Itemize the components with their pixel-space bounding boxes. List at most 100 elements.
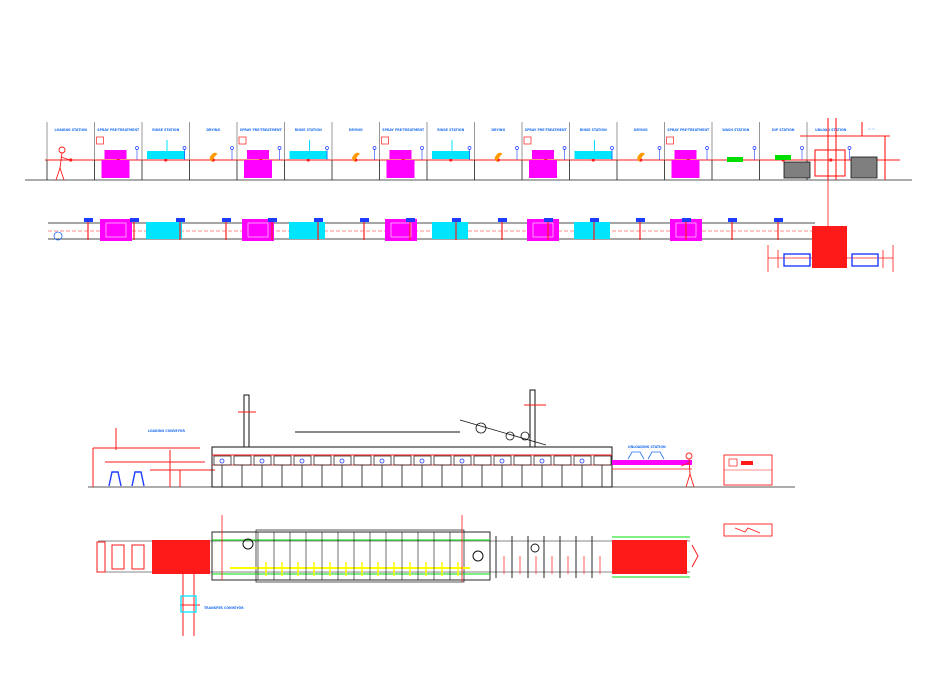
plan-rinse-tank — [432, 222, 468, 239]
oven-module — [273, 455, 292, 466]
oven-module — [313, 455, 332, 466]
spray-panel — [96, 136, 104, 145]
oven-burner — [419, 458, 425, 464]
oven-body — [211, 446, 613, 488]
station-label: SPRAY PRE-TREATMENT — [667, 128, 710, 132]
oven-burner — [259, 458, 265, 464]
spray-unit-head — [247, 150, 269, 159]
fan-units — [459, 419, 547, 446]
station-label: SPRAY PRE-TREATMENT — [525, 128, 568, 132]
oven-module — [433, 455, 452, 466]
bp-fan-left — [242, 538, 254, 550]
bay-rail-node — [591, 158, 595, 162]
exit-parts — [627, 451, 665, 460]
oven-module — [233, 455, 252, 466]
loading-carriers — [108, 471, 145, 487]
bay-rail-node — [306, 158, 310, 162]
plan-drive — [406, 218, 415, 222]
spray-panel — [523, 136, 532, 145]
oven-burner — [339, 458, 345, 464]
end-bin-left — [783, 161, 811, 179]
station-label: DRYING — [206, 128, 220, 132]
spray-panel — [666, 136, 674, 145]
plan-drive — [452, 218, 461, 222]
station-label: SPRAY PRE-TREATMENT — [382, 128, 425, 132]
oven-module — [453, 455, 472, 466]
bp-exit-arrow — [691, 544, 699, 568]
spray-unit — [101, 160, 130, 178]
oven-burner — [499, 458, 505, 464]
plan-drive — [590, 218, 599, 222]
plan-drive — [222, 218, 231, 222]
side-conveyor — [180, 574, 200, 636]
drying-part — [352, 152, 360, 162]
plan-drive — [360, 218, 369, 222]
station-label: DRYING — [634, 128, 648, 132]
oven-module — [533, 455, 552, 466]
oven-burner — [379, 458, 385, 464]
chimney-left — [238, 394, 256, 448]
plan-end-block — [812, 226, 847, 268]
drying-part — [209, 152, 218, 162]
end-bin-right — [850, 156, 878, 179]
bp-cooling-fan — [530, 543, 540, 553]
station-label: RINSE STATION — [295, 128, 322, 132]
plan-drive — [314, 218, 323, 222]
spray-panel — [381, 136, 389, 145]
plan-drive — [682, 218, 691, 222]
unload-operator — [680, 452, 695, 488]
control-panel-indicator — [741, 461, 753, 465]
spray-panel — [238, 136, 247, 145]
oven-module — [513, 455, 532, 466]
bp-fan-right — [472, 550, 484, 562]
plan-spray-unit — [100, 219, 132, 241]
legend-box — [723, 523, 773, 537]
bp-oven-body — [211, 531, 491, 581]
drying-part — [494, 152, 503, 162]
oven-burner — [219, 458, 225, 464]
station-label: RINSE STATION — [437, 128, 464, 132]
oven-module — [573, 455, 592, 466]
bp-exit-block — [612, 540, 687, 574]
chimney-right — [524, 389, 546, 448]
spray-unit — [529, 160, 557, 178]
oven-module — [593, 455, 612, 466]
operator-figure — [55, 146, 71, 181]
bottom-elevation-view: LOADING CONVEYOR UNLOADING STATION — [88, 389, 795, 488]
bp-oven-inner — [255, 529, 465, 583]
station-label: DIP STATION — [772, 128, 795, 132]
spray-unit — [671, 160, 700, 178]
plan-spray-inner — [390, 222, 412, 238]
station-label: RINSE STATION — [152, 128, 179, 132]
oven-burner — [299, 458, 305, 464]
plan-spray-unit — [242, 219, 274, 241]
top-plan-view — [48, 180, 894, 272]
station-label: SPRAY PRE-TREATMENT — [240, 128, 283, 132]
bottom-plan-view: TRANSFER CONVEYOR — [96, 515, 773, 636]
control-panel-screen — [728, 458, 738, 467]
plan-spray-unit — [385, 219, 417, 241]
rinse-tank — [432, 151, 470, 159]
spray-unit — [244, 160, 272, 178]
rinse-tank — [574, 151, 613, 159]
bay-rail-node — [449, 158, 453, 162]
plan-rinse-tank — [289, 222, 325, 239]
oven-burner — [539, 458, 545, 464]
station-label: DRYING — [491, 128, 505, 132]
oven-burner — [459, 458, 465, 464]
spray-unit-head — [389, 150, 412, 159]
station-label: DRYING — [349, 128, 363, 132]
oven-module — [493, 455, 512, 466]
station-label: UNLOAD STATION — [815, 128, 847, 132]
legend-symbol — [734, 527, 761, 534]
loading-frame — [92, 428, 215, 487]
plan-end-frame — [767, 245, 894, 272]
unloading-label: UNLOADING STATION — [628, 445, 666, 449]
drying-part — [637, 152, 645, 162]
plan-spray-inner — [247, 222, 269, 238]
plan-rinse-tank — [574, 222, 610, 239]
plan-drive — [130, 218, 139, 222]
loading-conveyor-label: LOADING CONVEYOR — [148, 429, 185, 433]
